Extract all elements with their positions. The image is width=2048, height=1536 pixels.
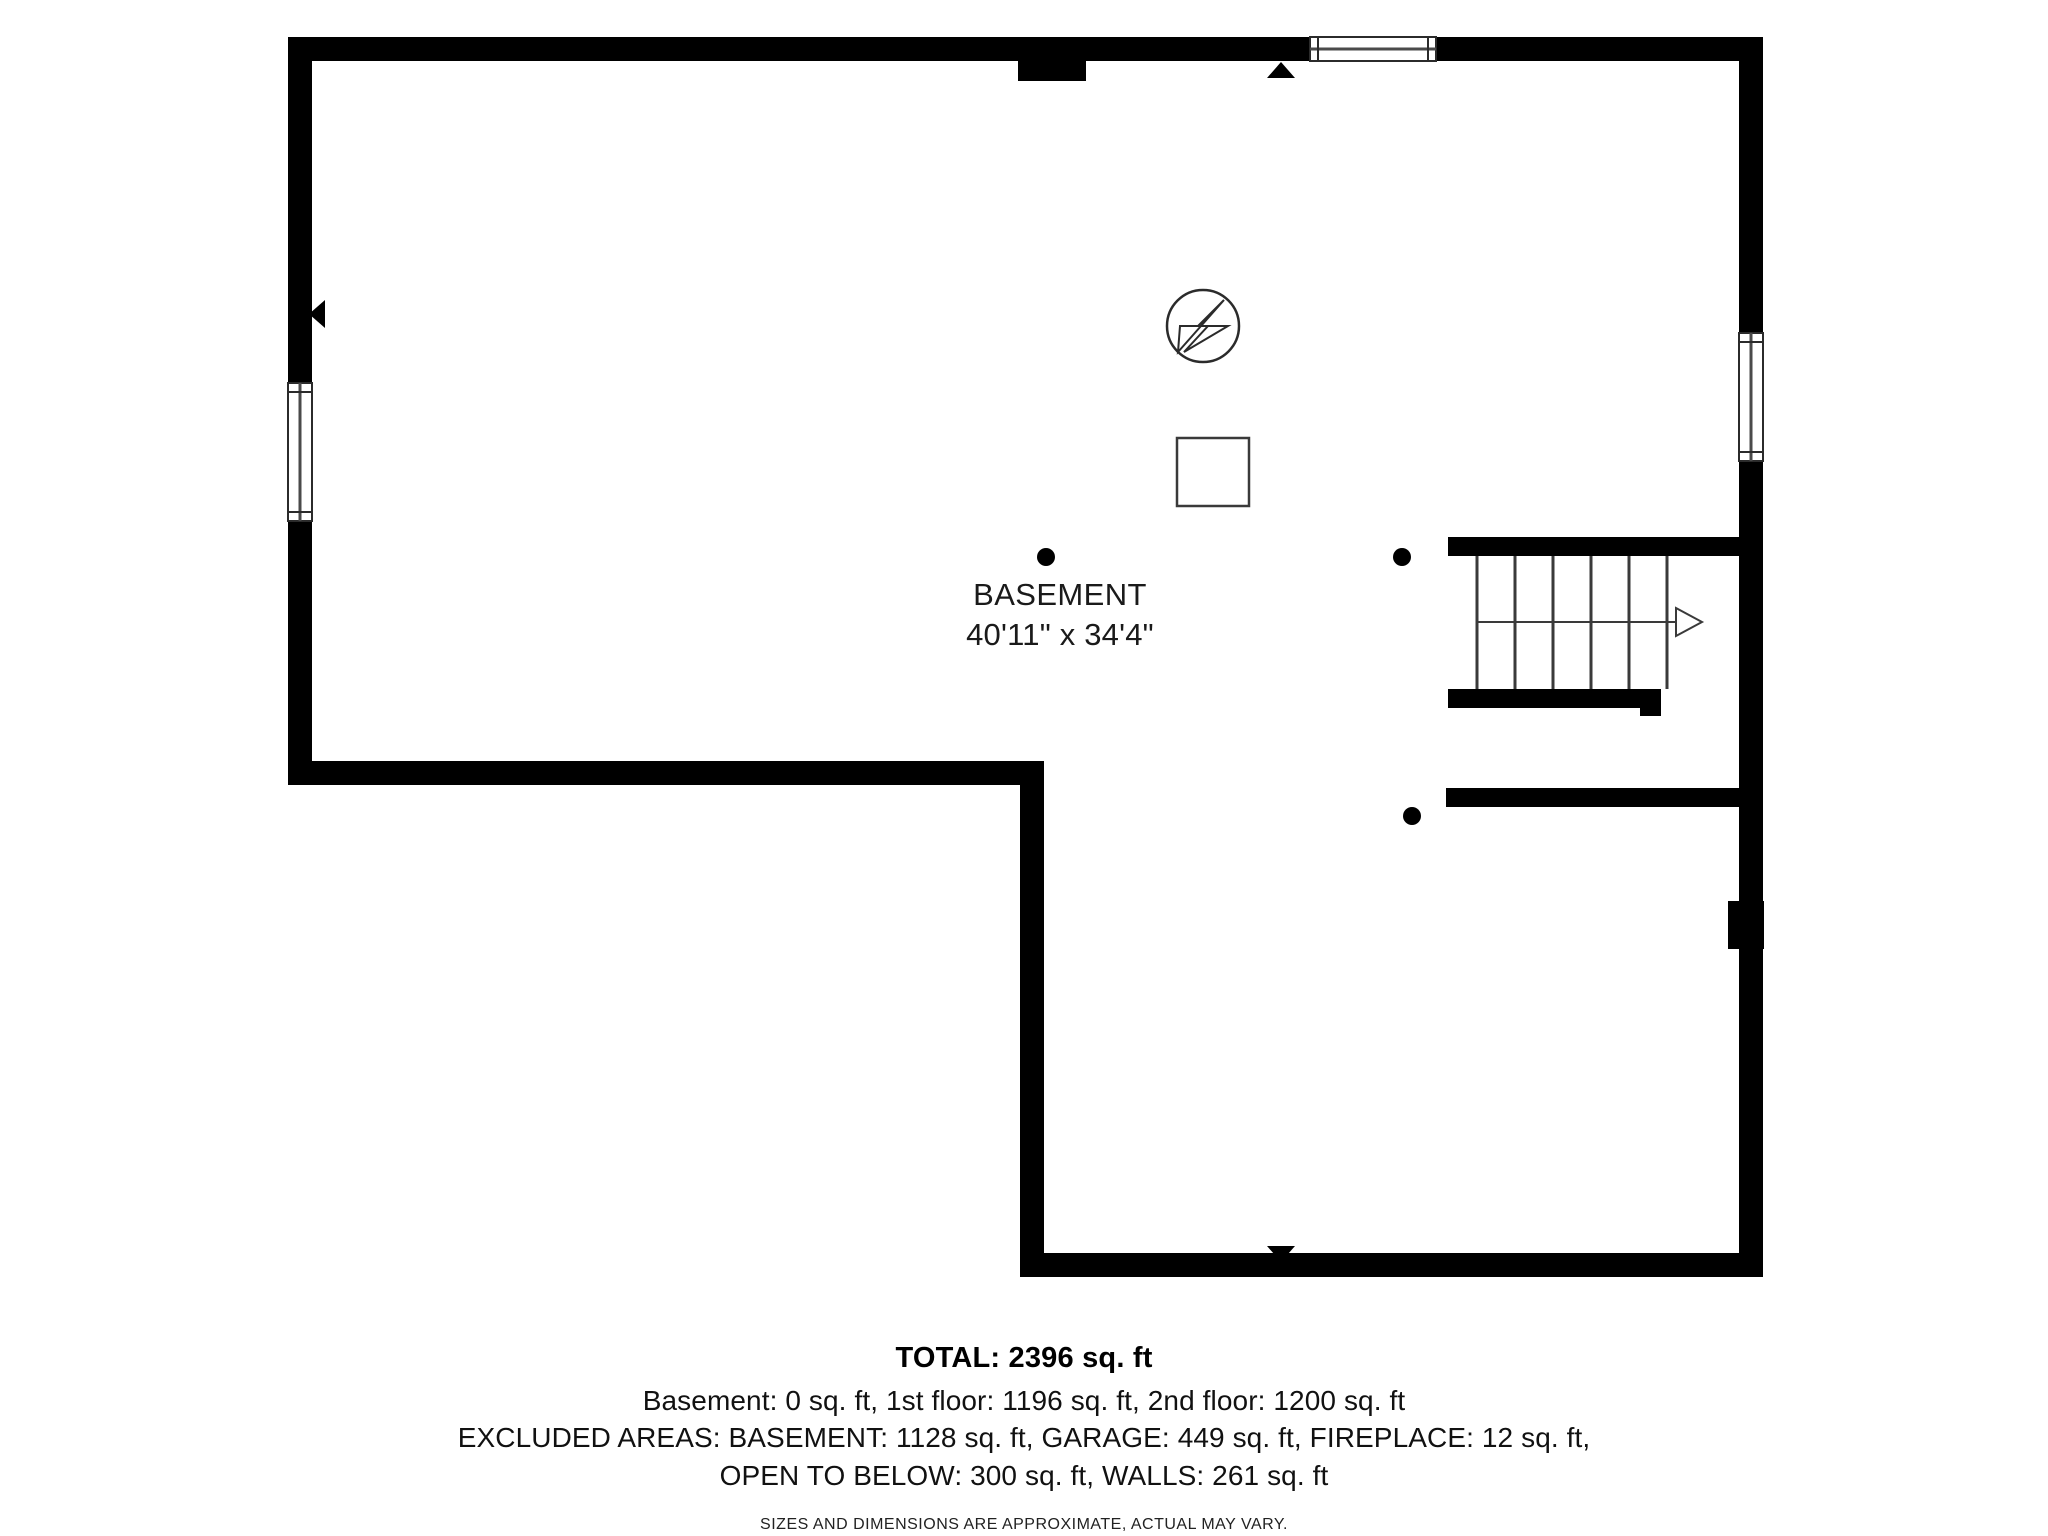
window-top-wall — [1309, 36, 1437, 62]
area-summary: TOTAL: 2396 sq. ft Basement: 0 sq. ft, 1… — [0, 1340, 2048, 1534]
electrical-panel-icon — [1165, 288, 1241, 364]
stair-run — [1475, 556, 1705, 689]
floor-plan-drawing — [287, 36, 1764, 1277]
interior-wall-stair-top — [1448, 537, 1763, 556]
room-label-basement: BASEMENT 40'11" x 34'4" — [900, 575, 1220, 656]
direction-marker-south — [1267, 1246, 1295, 1262]
stair-newel-stub — [1640, 689, 1661, 716]
support-column-3 — [1403, 807, 1421, 825]
wall-pier-right — [1728, 901, 1764, 949]
exterior-walls — [288, 37, 1763, 1277]
utility-box-icon — [1175, 436, 1251, 508]
direction-marker-north — [1267, 62, 1295, 78]
room-dimensions: 40'11" x 34'4" — [966, 617, 1154, 653]
excluded-areas-line-1: EXCLUDED AREAS: BASEMENT: 1128 sq. ft, G… — [457, 1422, 1591, 1454]
direction-marker-west — [309, 300, 325, 328]
interior-wall-stair-bottom — [1448, 689, 1661, 708]
interior-wall-lower-right — [1446, 788, 1763, 807]
total-area-line: TOTAL: 2396 sq. ft — [895, 1342, 1153, 1374]
excluded-areas-line-2: OPEN TO BELOW: 300 sq. ft, WALLS: 261 sq… — [719, 1459, 1329, 1491]
window-right-wall — [1738, 332, 1764, 462]
stair-direction-arrow — [1675, 606, 1705, 638]
room-name: BASEMENT — [973, 577, 1147, 612]
wall-pier-top — [1018, 37, 1086, 81]
direction-marker-east — [1742, 300, 1758, 328]
support-column-2 — [1393, 548, 1411, 566]
floor-breakdown-line: Basement: 0 sq. ft, 1st floor: 1196 sq. … — [642, 1384, 1406, 1416]
window-left-wall — [287, 382, 313, 522]
disclaimer-line: SIZES AND DIMENSIONS ARE APPROXIMATE, AC… — [760, 1516, 1288, 1534]
support-column-1 — [1037, 548, 1055, 566]
